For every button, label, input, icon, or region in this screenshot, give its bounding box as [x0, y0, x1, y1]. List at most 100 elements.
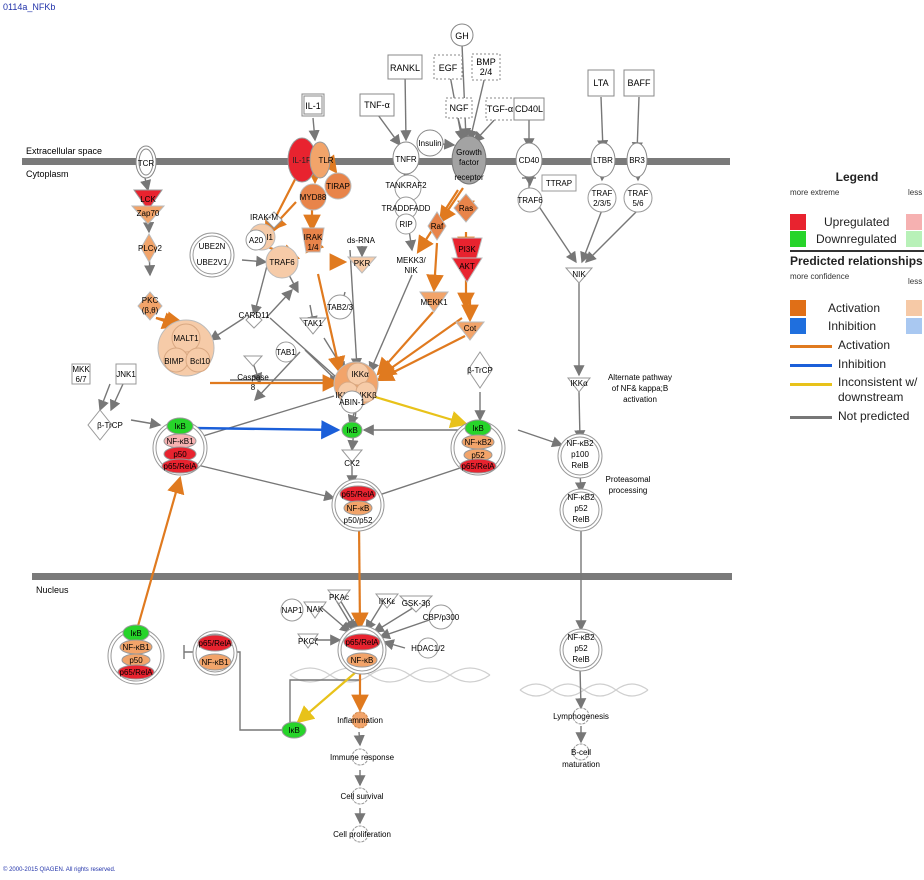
node-nfkb2-p100[interactable]: NF-κB2 p100 RelB: [557, 433, 603, 479]
label-ikke: IKKε: [379, 597, 396, 606]
node-malt1-complex[interactable]: MALT1 BIMP Bcl10: [157, 319, 215, 377]
label-egf: EGF: [439, 63, 458, 73]
node-tak1[interactable]: TAK1: [298, 317, 328, 335]
node-ttrap[interactable]: TTRAP: [541, 174, 577, 192]
node-nfkb2-p52[interactable]: NF-κB2 p52 RelB: [559, 488, 603, 532]
node-ngf[interactable]: NGF: [445, 97, 473, 119]
label-tgfa: TGF-α: [487, 104, 513, 114]
node-nfkb2-complex-cyto[interactable]: IκB NF-κB2 p52 p65/RelA: [450, 419, 506, 476]
node-myd88[interactable]: MYD88: [299, 183, 327, 211]
node-btrcp-left[interactable]: β-TrCP: [87, 409, 123, 441]
label-irak-2: 1/4: [307, 243, 319, 252]
node-tcr[interactable]: TCR: [135, 145, 157, 179]
node-mekk1[interactable]: MEKK1: [419, 291, 449, 313]
node-br3[interactable]: BR3: [626, 142, 648, 178]
node-lymphogenesis[interactable]: Lymphogenesis: [553, 707, 609, 725]
node-traf6[interactable]: TRAF6: [265, 245, 299, 279]
label-gh: GH: [455, 31, 469, 41]
node-egf[interactable]: EGF: [433, 54, 463, 80]
node-nfkb1-dimer-nucleus[interactable]: p65/RelA NF-κB1: [192, 630, 238, 676]
pathway-id: 0114a_NFKb: [3, 2, 56, 12]
node-raf[interactable]: Raf: [427, 211, 447, 241]
node-nfkb1-complex-cyto[interactable]: IκB NF-κB1 p50 p65/RelA: [152, 417, 208, 476]
node-btrcp-right[interactable]: β-TrCP: [467, 351, 493, 389]
node-cd40[interactable]: CD40: [515, 142, 543, 178]
node-tgfa[interactable]: TGF-α: [485, 97, 515, 121]
node-pi3k[interactable]: PI3K: [451, 237, 483, 261]
node-immune-response[interactable]: Immune response: [330, 748, 395, 766]
node-pkcz[interactable]: PKCζ: [297, 633, 319, 649]
node-nfkb2-nucleus[interactable]: NF-κB2 p52 RelB: [559, 628, 603, 672]
node-baff[interactable]: BAFF: [623, 69, 655, 97]
node-tnfa[interactable]: TNF-α: [359, 93, 395, 117]
node-ikke[interactable]: IKKε: [374, 593, 400, 609]
edge-inconsistent: [296, 671, 357, 724]
node-lck[interactable]: LCK: [133, 189, 163, 211]
node-jnk1[interactable]: JNK1: [115, 363, 137, 385]
node-gh[interactable]: GH: [450, 23, 474, 47]
node-il1[interactable]: IL-1: [301, 93, 325, 117]
node-lta[interactable]: LTA: [587, 69, 615, 97]
label-raf: Raf: [431, 222, 444, 231]
node-mekk3[interactable]: MEKK3/NIK: [394, 250, 432, 275]
node-a20[interactable]: A20: [245, 229, 267, 251]
node-abin1[interactable]: ABIN-1: [339, 390, 365, 414]
node-nap1[interactable]: NAP1: [280, 598, 304, 622]
node-cbp[interactable]: CBP/p300: [423, 604, 460, 630]
node-tirap[interactable]: TIRAP: [324, 172, 352, 200]
node-ikb-center[interactable]: IκB: [341, 421, 363, 439]
node-cot[interactable]: Cot: [454, 321, 486, 341]
node-pkac[interactable]: PKAc: [326, 589, 352, 605]
label-traf56-2: 5/6: [632, 199, 644, 208]
node-nfkb-center-complex[interactable]: p65/RelA NF-κB p50/p52: [331, 478, 385, 532]
node-nik[interactable]: NIK: [564, 267, 594, 284]
label-nfkb2-nucleus: NF-κB2: [567, 633, 595, 642]
node-traddfadd[interactable]: TRADDFADD: [382, 196, 431, 220]
node-ck2[interactable]: CK2: [340, 449, 364, 468]
node-cell-survival[interactable]: Cell survival: [340, 787, 384, 805]
node-traf6-cd40[interactable]: TRAF6: [517, 187, 543, 213]
node-nfkb1-complex-nucleus[interactable]: IκB NF-κB1 p50 p65/RelA: [107, 624, 165, 685]
node-akt[interactable]: AKT: [451, 257, 483, 283]
node-ras[interactable]: Ras: [453, 193, 479, 223]
node-ikka-alt[interactable]: IKKα: [566, 377, 592, 393]
label-nap1: NAP1: [282, 606, 303, 615]
label-traf235-1: TRAF: [592, 189, 613, 198]
node-card11[interactable]: CARD11: [239, 311, 271, 329]
node-irakm[interactable]: IRAK-M: [250, 211, 283, 229]
node-tlr[interactable]: TLR: [309, 141, 334, 179]
node-ikb-bottom[interactable]: IκB: [281, 721, 307, 739]
node-pkr[interactable]: PKR: [346, 256, 378, 274]
node-zap70[interactable]: Zap70: [130, 205, 166, 225]
node-tnfr[interactable]: TNFR: [392, 141, 420, 175]
node-ltbr[interactable]: LTBR: [590, 142, 616, 178]
node-cd40l[interactable]: CD40L: [513, 97, 545, 121]
node-hdac[interactable]: HDAC1/2: [411, 637, 445, 659]
label-p65-nucleus-center: p65/RelA: [346, 638, 380, 647]
label-relb-b: RelB: [572, 515, 589, 524]
node-tab1[interactable]: TAB1: [275, 341, 297, 363]
node-cell-proliferation[interactable]: Cell proliferation: [333, 825, 391, 843]
node-plcy2[interactable]: PLCγ2: [138, 232, 163, 264]
node-inflammation[interactable]: Inflammation: [337, 711, 383, 729]
node-nfkb-nucleus-complex[interactable]: p65/RelA NF-κB: [337, 625, 387, 675]
node-insulin[interactable]: Insulin: [416, 129, 444, 157]
node-tab23[interactable]: TAB2/3: [327, 294, 354, 320]
node-nak[interactable]: NAK: [303, 601, 327, 619]
label-cot: Cot: [464, 324, 477, 333]
label-pkc-2: (β,θ): [142, 306, 159, 315]
node-rankl[interactable]: RANKL: [387, 54, 423, 80]
node-gsk3b[interactable]: GSK-3β: [398, 595, 434, 613]
node-pkc[interactable]: PKC(β,θ): [137, 291, 163, 321]
node-rip[interactable]: RIP: [395, 213, 417, 235]
label-ikka: IKKα: [351, 370, 369, 379]
